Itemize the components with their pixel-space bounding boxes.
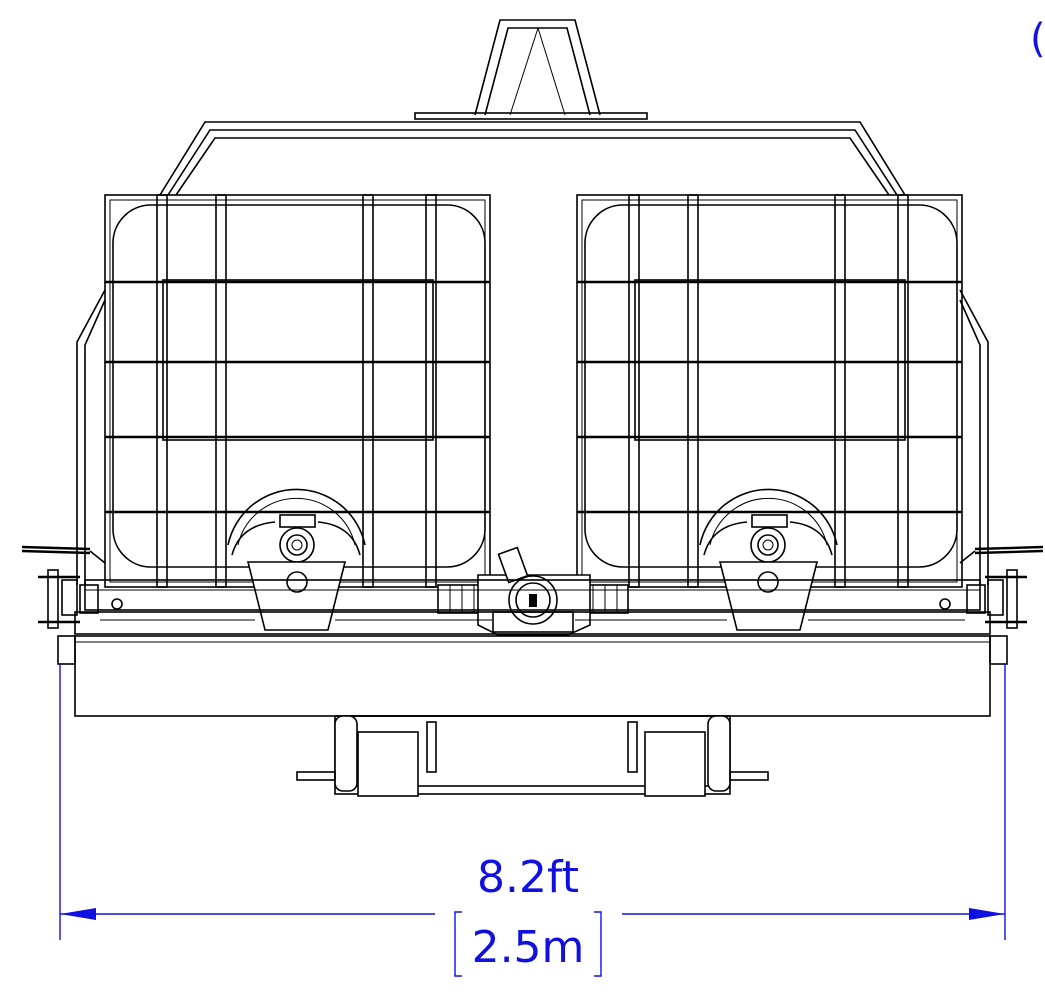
bracket-right [594, 911, 602, 977]
left-side-handles [21, 545, 106, 629]
width-dimension: 8.2ft 2.5m [59, 664, 1006, 977]
arrowhead-left-icon [60, 908, 96, 920]
dimension-imperial: 8.2ft [477, 852, 579, 903]
arrowhead-right-icon [969, 908, 1005, 920]
main-beam [57, 635, 1008, 717]
side-fenders [76, 289, 989, 585]
right-outlet-valve [718, 514, 819, 631]
roof-frame [159, 121, 906, 196]
central-manifold-valve [437, 546, 629, 636]
bracket-left [454, 911, 462, 977]
left-outlet-valve [246, 514, 347, 631]
wheel-arcs [227, 488, 838, 556]
right-side-handles [959, 545, 1044, 629]
undercarriage [296, 715, 769, 797]
top-mast [414, 19, 648, 120]
dimension-metric: 2.5m [472, 922, 585, 973]
corner-mark: ( [1030, 16, 1045, 62]
right-ibc-tank [576, 194, 963, 588]
